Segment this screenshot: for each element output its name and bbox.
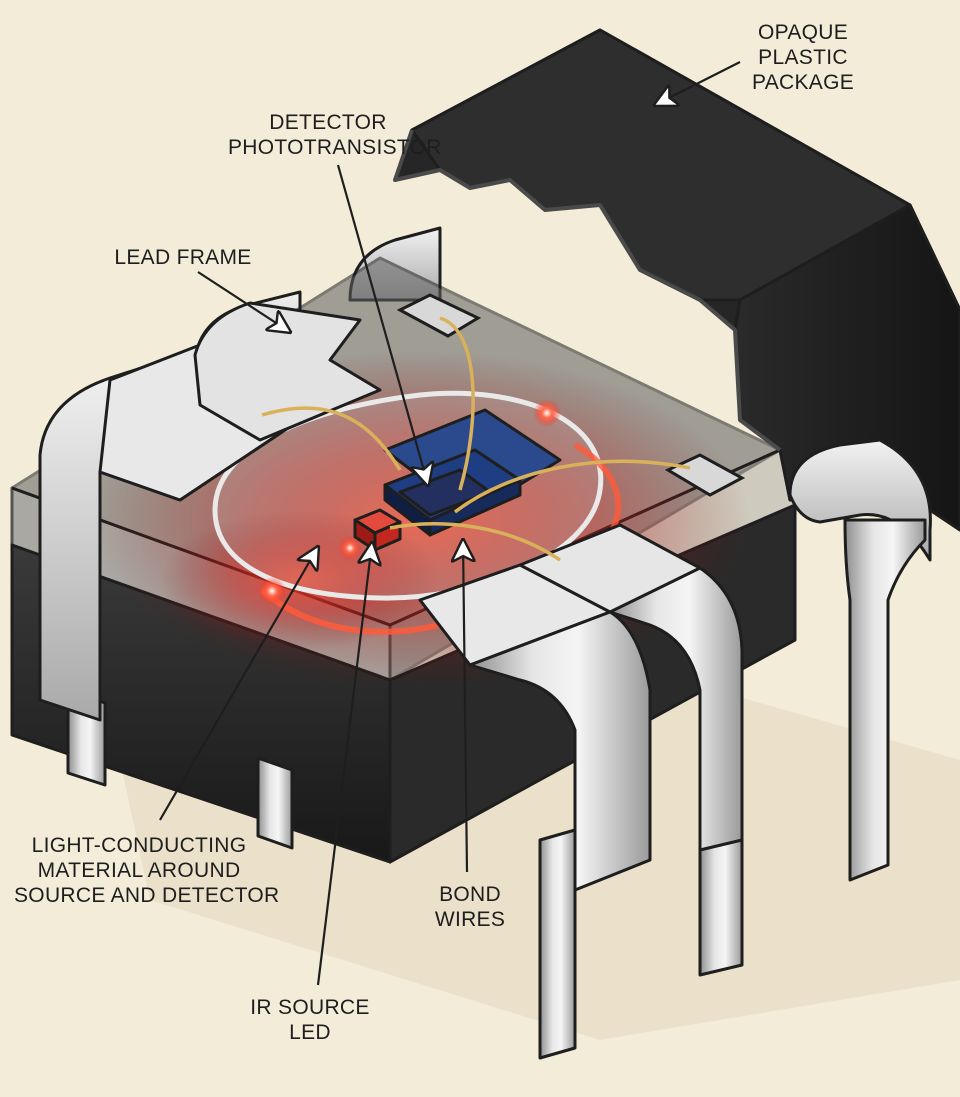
front-leads: [38, 301, 744, 1060]
label-lead-frame: LEAD FRAME: [114, 246, 252, 269]
label-opaque-plastic-package: OPAQUE PLASTIC PACKAGE: [751, 21, 855, 94]
label-detector-phototransistor: DETECTOR PHOTOTRANSISTOR: [228, 111, 442, 159]
callout-lines: [159, 61, 741, 986]
label-ir-source-led: IR SOURCE LED: [250, 996, 370, 1044]
ir-sparkles: [258, 399, 561, 605]
opaque-plastic-package: [393, 28, 960, 532]
label-light-conducting-material: LIGHT-CONDUCTING MATERIAL AROUND SOURCE …: [14, 834, 280, 907]
bond-pads: [396, 293, 746, 497]
detector-phototransistor-chip: [383, 408, 562, 537]
label-bond-wires: BOND WIRES: [434, 883, 506, 931]
right-legs: [788, 438, 932, 882]
bond-wires: [261, 316, 691, 562]
